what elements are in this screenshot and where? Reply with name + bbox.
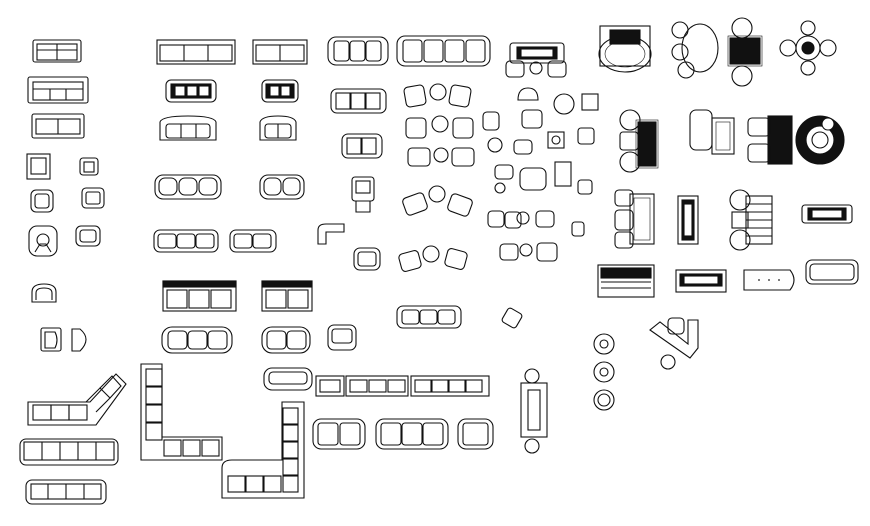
- l-shaped-sectional-block: [140, 363, 223, 461]
- oval-rug-block: [598, 25, 652, 73]
- corner-sofa-block: [27, 373, 127, 426]
- armchair-block: [327, 324, 357, 351]
- long-sofa-block: [19, 438, 119, 466]
- tub-chair-block: [31, 283, 57, 303]
- armchair-rug-block: [689, 109, 735, 155]
- chair-pair-block: [40, 327, 87, 352]
- chesterfield-block: [159, 115, 297, 141]
- rug-dining-set-block: [727, 17, 763, 87]
- sofa-modern-block: [153, 229, 277, 253]
- chair-angled-block: [501, 307, 523, 329]
- armchair-block: [30, 187, 105, 213]
- chairs-cluster-block: [482, 87, 599, 195]
- round-table-set-block: [671, 21, 719, 79]
- lounge-chairs-table-block: [402, 185, 473, 217]
- loveseat-block: [341, 133, 383, 159]
- sofa-outline-block: [805, 259, 859, 285]
- bench-block: [677, 195, 699, 245]
- sofa-block: [31, 113, 85, 139]
- sofa-block: [327, 35, 491, 67]
- armchair-with-person-block: [28, 225, 101, 257]
- lounge-chairs-table-block: [407, 147, 475, 167]
- sofa-round-arms-block: [161, 326, 311, 354]
- sofa-rug-set-block: [614, 189, 655, 249]
- corner-desk-chair-block: [649, 317, 699, 370]
- sofa-dark-elevation-block: [597, 264, 655, 298]
- sofa-4-seat-block: [25, 479, 107, 505]
- sofa-elevation-block: [156, 39, 308, 65]
- l-shaped-sectional-block: [221, 401, 305, 499]
- lounge-rug-set-block: [747, 115, 793, 165]
- round-table-ornate-block: [779, 20, 837, 76]
- corner-chair-block: [317, 223, 381, 271]
- lounge-chairs-table-block: [405, 115, 474, 139]
- bench-elevation-block: [520, 368, 548, 454]
- sofa-block: [396, 305, 462, 329]
- lounge-chairs-table-block: [398, 245, 468, 272]
- round-rug-set-block: [795, 115, 845, 165]
- rounded-sofa-block: [154, 174, 305, 200]
- coffee-table-set-block: [505, 42, 567, 78]
- lounge-chairs-table-block: [403, 83, 472, 108]
- sofa-elevation-dark-block: [162, 280, 313, 312]
- sofa-row-block: [312, 418, 494, 450]
- bench-elevation-block: [675, 269, 727, 293]
- lounge-rug-set-block: [619, 109, 659, 173]
- loveseat-block: [330, 88, 387, 114]
- sofa-elevation-block: [801, 204, 853, 224]
- armchair-block: [26, 153, 99, 180]
- ottoman-block: [743, 269, 795, 291]
- round-table-chairs-block: [487, 210, 585, 262]
- sofa-dark-block: [165, 79, 299, 103]
- small-sofa-block: [263, 367, 313, 391]
- loveseat-block: [32, 39, 82, 63]
- stool-stack-block: [593, 333, 615, 411]
- sofa-row-block: [315, 375, 490, 397]
- armchair-block: [351, 176, 375, 213]
- sofa-3-seat-block: [27, 76, 89, 104]
- chairs-rug-set-block: [729, 189, 773, 251]
